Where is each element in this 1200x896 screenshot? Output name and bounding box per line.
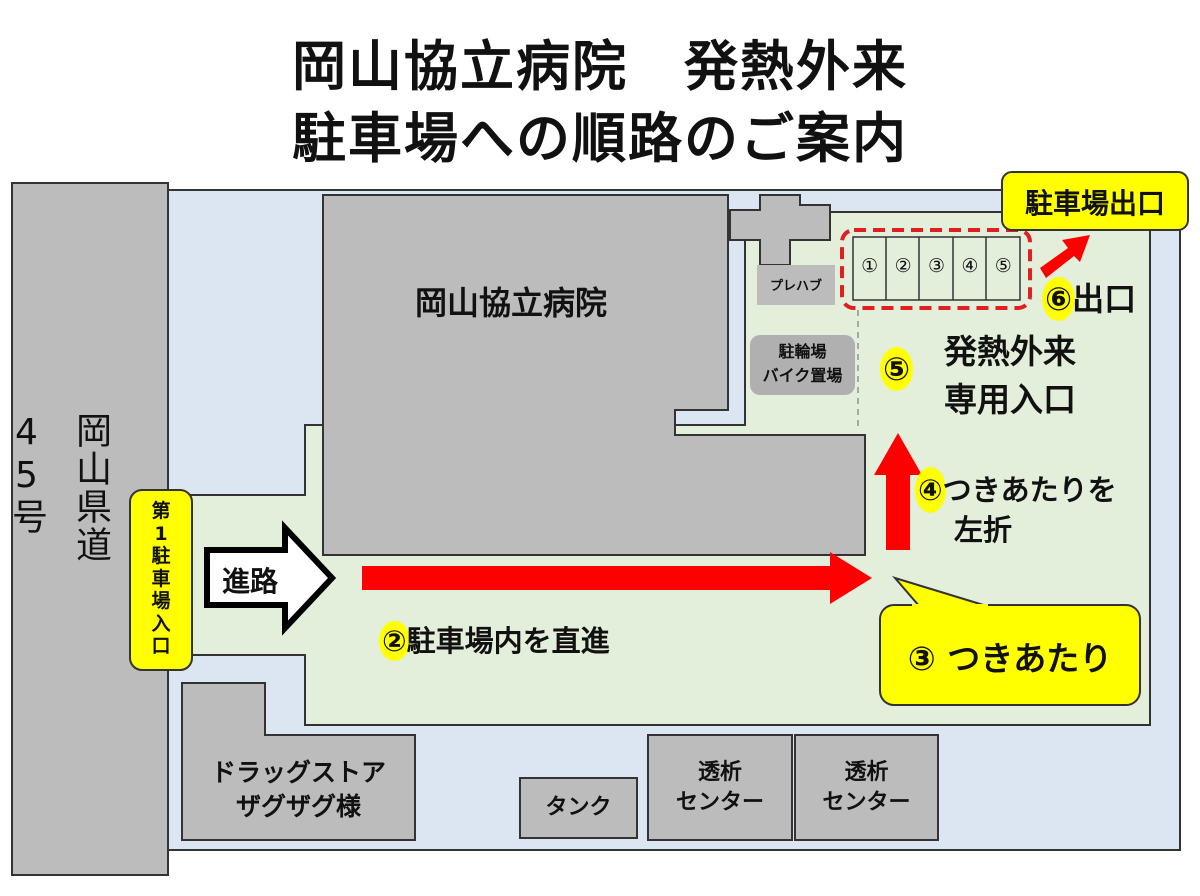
- left-turn-arrow: [874, 433, 922, 550]
- hospital-building: [322, 194, 866, 556]
- step6-label: ⑥出口: [1045, 274, 1136, 320]
- straight-arrow: [362, 552, 872, 604]
- route-label: 進路: [222, 565, 279, 598]
- step3-label: ③ つきあたり: [907, 639, 1113, 678]
- entrance-char: 口: [151, 635, 171, 657]
- exit-arrow: [1040, 235, 1090, 278]
- callout-joint: [912, 604, 988, 608]
- bike-parking-line2: バイク置場: [762, 366, 843, 385]
- dialysis1-line2: センター: [675, 789, 764, 815]
- entrance-char: 入: [151, 612, 171, 635]
- tank-label: タンク: [545, 795, 612, 821]
- dialysis2-line1: 透析: [844, 759, 889, 785]
- drugstore-label: ドラッグストアザグザグ様: [182, 745, 415, 835]
- parking-space-2: ②: [894, 255, 912, 277]
- entrance-char: 場: [151, 590, 171, 612]
- bike-parking: [750, 335, 855, 395]
- step4-label: ④つきあたりを 左折: [918, 470, 1117, 550]
- prefab-label: プレハブ: [769, 279, 822, 294]
- parking-spaces: [852, 236, 1021, 301]
- entrance-char: 車: [151, 567, 171, 590]
- drugstore-line1: ドラッグストア: [210, 758, 386, 788]
- dialysis-center-2: [794, 734, 939, 841]
- entrance-char: 第: [151, 500, 171, 522]
- exit-box-label: 駐車場出口: [1024, 187, 1165, 220]
- tank-building: [519, 777, 638, 839]
- drugstore-building: [181, 682, 416, 841]
- dialysis2-line2: センター: [822, 789, 911, 815]
- step4-line2: 左折: [954, 513, 1013, 547]
- title-line2: 駐車場への順路のご案内: [292, 107, 908, 170]
- hospital-label: 岡山協立病院: [415, 284, 608, 322]
- step6-number: ⑥: [1045, 280, 1073, 318]
- callout-box: [879, 604, 1141, 706]
- step5-line2: 専用入口: [944, 380, 1076, 419]
- entrance-label: 第 1 駐 車 場 入 口: [130, 500, 192, 658]
- road-label: 岡山県道45号: [6, 412, 111, 564]
- step2-text: 駐車場内を直進: [406, 624, 610, 658]
- step2-number: ②: [382, 624, 407, 658]
- parking-space-3: ③: [927, 255, 946, 277]
- entrance-char: 駐: [151, 545, 171, 567]
- parking-space-labels: ① ② ③ ④ ⑤: [853, 255, 1020, 277]
- entrance-char: 1: [154, 522, 168, 545]
- parking-space-5: ⑤: [994, 255, 1012, 277]
- parking-space-1: ①: [861, 255, 879, 277]
- route-arrow: [204, 520, 337, 636]
- step5-label: 発熱外来 専用入口: [944, 328, 1076, 424]
- step4-line1: つきあたりを: [942, 473, 1117, 507]
- prefab-building: [757, 265, 835, 305]
- step2-label: ②駐車場内を直進: [382, 618, 610, 660]
- parking-space-4: ④: [961, 255, 979, 277]
- step4-number: ④: [918, 470, 943, 510]
- title-line1: 岡山協立病院 発熱外来: [292, 35, 908, 98]
- step5-number: ⑤: [883, 350, 911, 388]
- step5-number-wrap: ⑤: [883, 350, 911, 388]
- bike-parking-label: 駐輪場 バイク置場: [750, 340, 855, 388]
- step5-line1: 発熱外来: [944, 332, 1076, 371]
- drugstore-line2: ザグザグ様: [235, 792, 361, 821]
- dialysis1-line1: 透析: [697, 759, 742, 785]
- step6-text: 出口: [1072, 280, 1137, 318]
- parking-highlight: [840, 228, 1032, 310]
- exit-box: [1001, 171, 1189, 231]
- annex-building: [729, 194, 831, 266]
- entrance-box: [129, 489, 193, 671]
- dialysis-center-1: [647, 734, 793, 841]
- dialysis2-label: 透析センター: [795, 735, 938, 840]
- dialysis1-label: 透析センター: [648, 735, 792, 840]
- bike-parking-line1: 駐輪場: [778, 342, 827, 361]
